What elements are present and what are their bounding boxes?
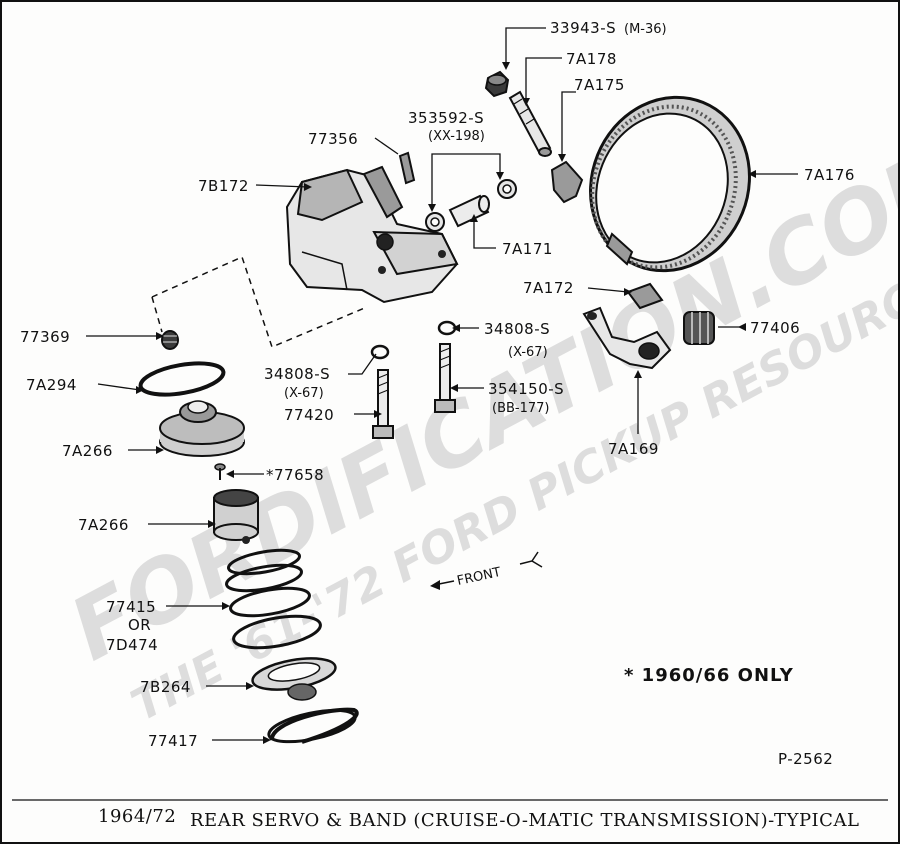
label-7A172: 7A172 <box>523 279 574 297</box>
servo-body-7B172 <box>285 165 459 304</box>
screw-77658 <box>214 463 226 480</box>
label-77369: 77369 <box>20 328 70 346</box>
label-34808-S-a: 34808-S <box>484 320 550 338</box>
shaft-7A171 <box>448 194 490 228</box>
label-7D474: 7D474 <box>106 636 158 654</box>
leader-lines <box>86 27 798 741</box>
label-7A294: 7A294 <box>26 376 77 394</box>
label-77658: *77658 <box>266 466 324 484</box>
front-direction-arrow <box>430 551 543 590</box>
strut-7A175 <box>550 160 584 204</box>
nut-33943-S <box>484 70 510 98</box>
spring-77415 <box>225 548 322 650</box>
label-33943-S-sub: (M-36) <box>624 22 667 37</box>
label-353592-S-sub: (XX-198) <box>428 129 485 144</box>
mounting-outline <box>151 255 368 349</box>
label-front: FRONT <box>456 565 503 589</box>
leader-arrowheads <box>136 62 756 744</box>
label-354150-S: 354150-S <box>488 380 564 398</box>
label-77420: 77420 <box>284 406 334 424</box>
label-7B264: 7B264 <box>140 678 191 696</box>
washer-353592-S <box>425 179 517 232</box>
snap-ring-77417 <box>270 707 359 744</box>
label-7A175: 7A175 <box>574 76 625 94</box>
pin-77356 <box>398 151 416 185</box>
label-34808-S-b: 34808-S <box>264 365 330 383</box>
figure-number: P-2562 <box>778 750 833 768</box>
part-labels: 33943-S (M-36) 7A178 7A175 353592-S (XX-… <box>20 19 855 750</box>
lever-7A169 <box>582 306 672 370</box>
label-77417: 77417 <box>148 732 198 750</box>
label-77406: 77406 <box>750 319 800 337</box>
label-353592-S: 353592-S <box>408 109 484 127</box>
label-33943-S: 33943-S <box>550 19 616 37</box>
caption-years: 1964/72 <box>98 806 176 827</box>
label-34808-S-b-sub: (X-67) <box>284 386 324 401</box>
bolt-77420 <box>372 369 394 439</box>
piston-7A266-upper <box>159 400 245 457</box>
plug-77369 <box>161 330 179 350</box>
label-7A171: 7A171 <box>502 240 553 258</box>
servo-band-7A176 <box>589 95 751 273</box>
plate-7A172 <box>626 282 664 310</box>
seal-ring-7A294 <box>138 361 226 397</box>
model-year-note: * 1960/66 ONLY <box>624 665 794 686</box>
label-7A266-upper: 7A266 <box>62 442 113 460</box>
label-34808-S-a-sub: (X-67) <box>508 345 548 360</box>
piston-7A266-lower <box>213 489 259 544</box>
label-77415: 77415 <box>106 598 156 616</box>
roller-77406 <box>683 311 715 345</box>
label-7A266-lower: 7A266 <box>78 516 129 534</box>
label-7A178: 7A178 <box>566 50 617 68</box>
bolt-354150-S <box>434 343 456 413</box>
label-7A169: 7A169 <box>608 440 659 458</box>
retainer-7B264 <box>251 657 337 701</box>
label-7A176: 7A176 <box>804 166 855 184</box>
label-7B172: 7B172 <box>198 177 249 195</box>
caption-title: REAR SERVO & BAND (CRUISE-O-MATIC TRANSM… <box>190 810 859 831</box>
label-77356: 77356 <box>308 130 358 148</box>
label-77415-or: OR <box>128 616 151 634</box>
lockwasher-34808-S-b <box>370 344 390 360</box>
label-354150-S-sub: (BB-177) <box>492 401 549 416</box>
adjusting-screw-7A178 <box>508 90 552 157</box>
